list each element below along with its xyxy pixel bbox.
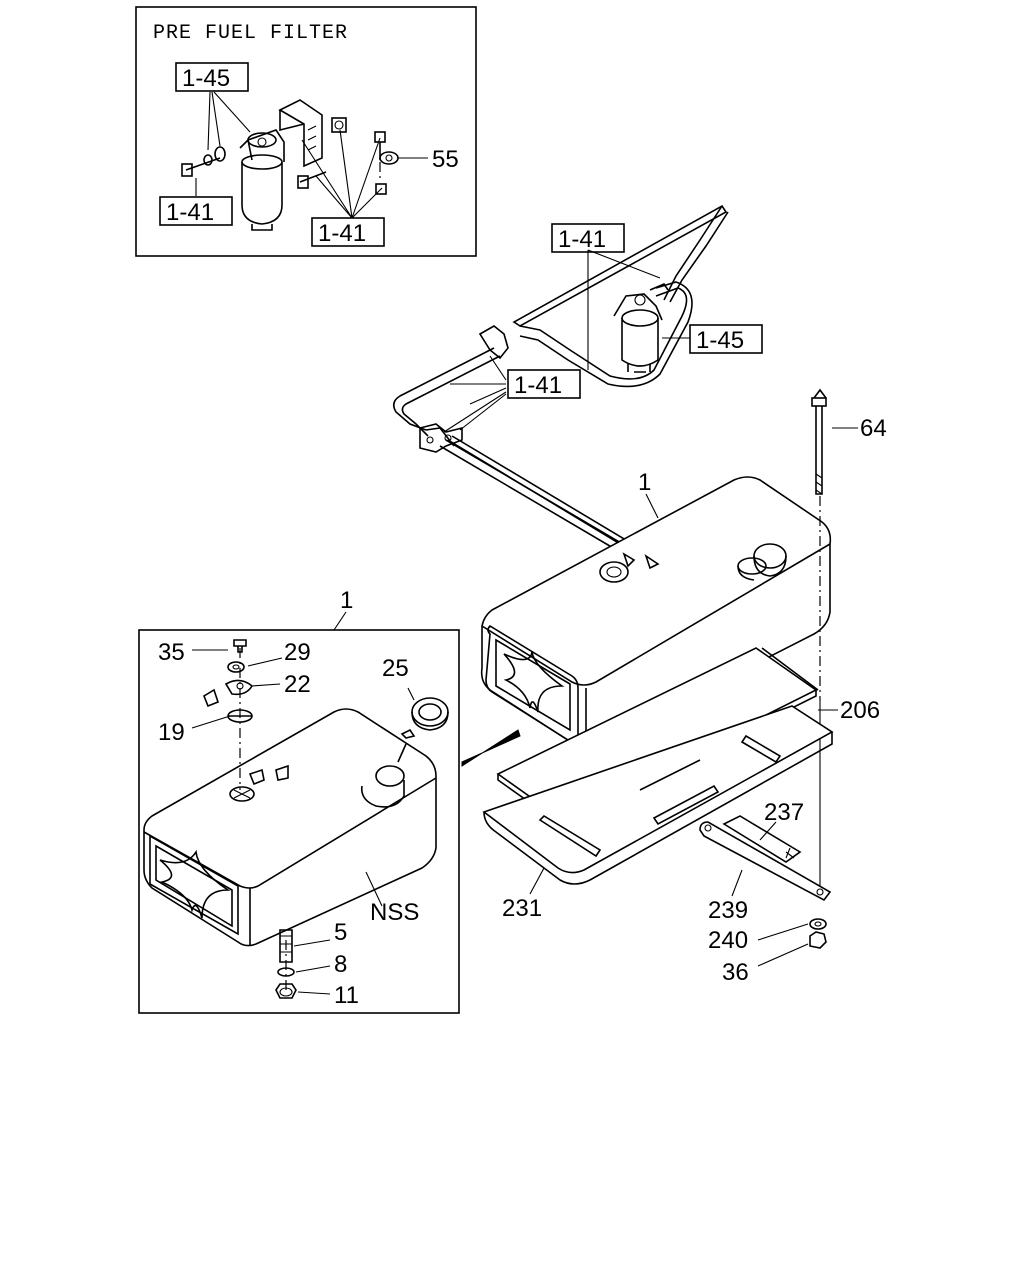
part-label-11: 11 — [334, 982, 359, 1009]
part-label-35: 35 — [158, 639, 185, 666]
part-label-237: 237 — [764, 799, 804, 826]
part-label-29: 29 — [284, 639, 311, 666]
part-label-240: 240 — [708, 927, 748, 954]
tank-strap — [699, 815, 832, 902]
pre-filter-fasteners — [181, 117, 399, 195]
part-label-1-inset: 1 — [340, 587, 353, 614]
part-label-231: 231 — [502, 895, 542, 922]
tank-strap-bolt — [811, 388, 858, 890]
fuel-lines — [392, 204, 729, 557]
ref-label-1-45-a: 1-45 — [182, 65, 230, 92]
ref-label-1-41-a: 1-41 — [166, 199, 214, 226]
line-fuel-filter — [613, 283, 669, 373]
part-label-239: 239 — [708, 897, 748, 924]
part-label-206: 206 — [840, 697, 880, 724]
part-label-5: 5 — [334, 919, 347, 946]
part-label-22: 22 — [284, 671, 311, 698]
part-label-55: 55 — [432, 146, 459, 173]
ref-label-1-41-d: 1-41 — [514, 372, 562, 399]
ref-label-1-45-b: 1-45 — [696, 327, 744, 354]
strap-washer-nut — [757, 918, 827, 967]
part-label-64: 64 — [860, 415, 887, 442]
part-label-8: 8 — [334, 951, 347, 978]
part-label-36: 36 — [722, 959, 749, 986]
tank-detail-inset — [138, 629, 460, 1014]
part-label-1-main: 1 — [638, 469, 651, 496]
inset-leaders — [195, 91, 428, 219]
pre-fuel-filter-inset: PRE FUEL FILTER — [135, 6, 477, 257]
tank-bracket — [482, 705, 834, 885]
inset-title: PRE FUEL FILTER — [153, 22, 348, 45]
detail-pointer — [461, 729, 521, 767]
part-label-19: 19 — [158, 719, 185, 746]
pre-filter-body — [239, 129, 285, 231]
main-fuel-tank — [480, 476, 832, 748]
part-label-nss: NSS — [370, 899, 419, 926]
ref-label-1-41-b: 1-41 — [318, 220, 366, 247]
ref-label-1-41-c: 1-41 — [558, 226, 606, 253]
pre-filter-bracket — [278, 99, 323, 168]
part-label-25: 25 — [382, 655, 409, 682]
